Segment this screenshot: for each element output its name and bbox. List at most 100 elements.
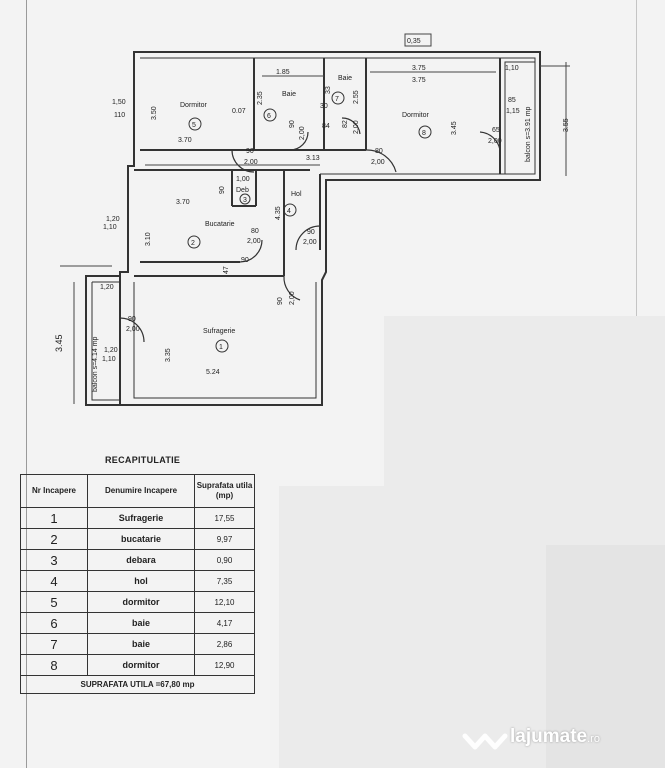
cell-area: 2,86: [194, 633, 255, 655]
dim: 3.45: [54, 334, 64, 352]
cell-nr: 3: [20, 549, 88, 571]
table-row: 7 baie 2,86: [20, 633, 255, 655]
cell-nr: 8: [20, 654, 88, 676]
room-name-4: Hol: [291, 191, 302, 198]
room-width-1: 5.24: [206, 369, 220, 376]
dim: 3.55: [563, 118, 570, 132]
cell-name: Sufragerie: [87, 507, 195, 529]
dim: 1,00: [236, 176, 250, 183]
table-header-row: Nr Incapere Denumire Incapere Suprafata …: [20, 474, 255, 508]
room-name-3: Deb: [236, 187, 249, 194]
room-nr-1: 1: [219, 344, 223, 351]
dim: 47: [223, 266, 230, 274]
dim: 90: [307, 229, 315, 236]
dim: 0.07: [232, 108, 246, 115]
dim: 1,15: [506, 108, 520, 115]
dim: 2.00: [353, 120, 360, 134]
cell-name: bucatarie: [87, 528, 195, 550]
room-name-1: Sufragerie: [203, 328, 235, 335]
dim: 90: [277, 297, 284, 305]
table-row: 3 debara 0,90: [20, 549, 255, 571]
cell-area: 12,10: [194, 591, 255, 613]
cell-area: 0,90: [194, 549, 255, 571]
cell-nr: 6: [20, 612, 88, 634]
cell-name: debara: [87, 549, 195, 571]
cell-nr: 7: [20, 633, 88, 655]
room-nr-6: 6: [267, 113, 271, 120]
room-nr-3: 3: [243, 197, 247, 204]
dim: 65: [492, 127, 500, 134]
dim: 2,00: [244, 159, 258, 166]
dim: 2.35: [257, 91, 264, 105]
watermark-tld: .ro: [587, 733, 600, 745]
cell-nr: 2: [20, 528, 88, 550]
room-name-5: Dormitor: [180, 102, 208, 109]
cell-area: 12,90: [194, 654, 255, 676]
dim: 1,10: [102, 356, 116, 363]
dim: 90: [128, 316, 136, 323]
table-row: 8 dormitor 12,90: [20, 654, 255, 676]
room-nr-5: 5: [192, 122, 196, 129]
dim: 90: [289, 120, 296, 128]
balcony-left-label: balcon s=4.14 mp: [92, 336, 99, 392]
table-row: 4 hol 7,35: [20, 570, 255, 592]
room-height-8: 3.45: [451, 121, 458, 135]
balcony-left-outline: [85, 275, 121, 406]
room-height-1: 3.35: [165, 348, 172, 362]
dim: 1.85: [276, 69, 290, 76]
table-row: 2 bucatarie 9,97: [20, 528, 255, 550]
cell-area: 17,55: [194, 507, 255, 529]
room-height-5: 3.50: [151, 106, 158, 120]
dim: 80: [375, 148, 383, 155]
dim: 1,10: [505, 65, 519, 72]
recap-title: RECAPITULATIE: [105, 455, 181, 465]
room-nr-4: 4: [287, 208, 291, 215]
cell-name: baie: [87, 633, 195, 655]
dim-top: 0,35: [407, 38, 421, 45]
dim: 4.35: [275, 206, 282, 220]
dim: 2,00: [371, 159, 385, 166]
redaction-block-3: [546, 545, 665, 768]
room-nr-7: 7: [335, 96, 339, 103]
dim: 110: [114, 112, 125, 119]
balcony-right-label: balcon s=3.91 mp: [525, 106, 532, 162]
dim: 2,00: [299, 126, 306, 140]
dim: 33: [325, 86, 332, 94]
dim: 90: [241, 257, 249, 264]
dim: 1,10: [103, 224, 117, 231]
dim: 2,00: [488, 138, 502, 145]
dim: 90: [219, 186, 226, 194]
dim: 84: [322, 123, 330, 130]
cell-nr: 4: [20, 570, 88, 592]
room-nr-2: 2: [191, 240, 195, 247]
table-total-row: SUPRAFATA UTILA =67,80 mp: [20, 675, 255, 694]
room-height-2: 3.10: [145, 232, 152, 246]
dim: 90: [246, 148, 254, 155]
room-name-2: Bucatarie: [205, 221, 235, 228]
dim: 3.75: [412, 77, 426, 84]
dim: 1,50: [112, 99, 126, 106]
wall-outer-top: [119, 51, 541, 406]
cell-name: baie: [87, 612, 195, 634]
dim: 2,00: [289, 291, 296, 305]
cell-nr: 1: [20, 507, 88, 529]
cell-name: hol: [87, 570, 195, 592]
dim: 80: [251, 228, 259, 235]
dim: 30: [320, 103, 328, 110]
room-width-2: 3.70: [176, 199, 190, 206]
cell-name: dormitor: [87, 654, 195, 676]
margin-line: [26, 0, 27, 768]
lajumate-logo-icon: [462, 733, 508, 750]
table-row: 6 baie 4,17: [20, 612, 255, 634]
room-name-8: Dormitor: [402, 112, 430, 119]
dim: 1,20: [106, 216, 120, 223]
cell-nr: 5: [20, 591, 88, 613]
dim: 2.55: [353, 90, 360, 104]
room-name-6: Baie: [282, 91, 296, 98]
dim: 1,20: [104, 347, 118, 354]
dim: 2,00: [303, 239, 317, 246]
room-name-7: Baie: [338, 75, 352, 82]
watermark-brand: lajumate: [510, 726, 588, 747]
cell-area: 9,97: [194, 528, 255, 550]
table-row: 5 dormitor 12,10: [20, 591, 255, 613]
